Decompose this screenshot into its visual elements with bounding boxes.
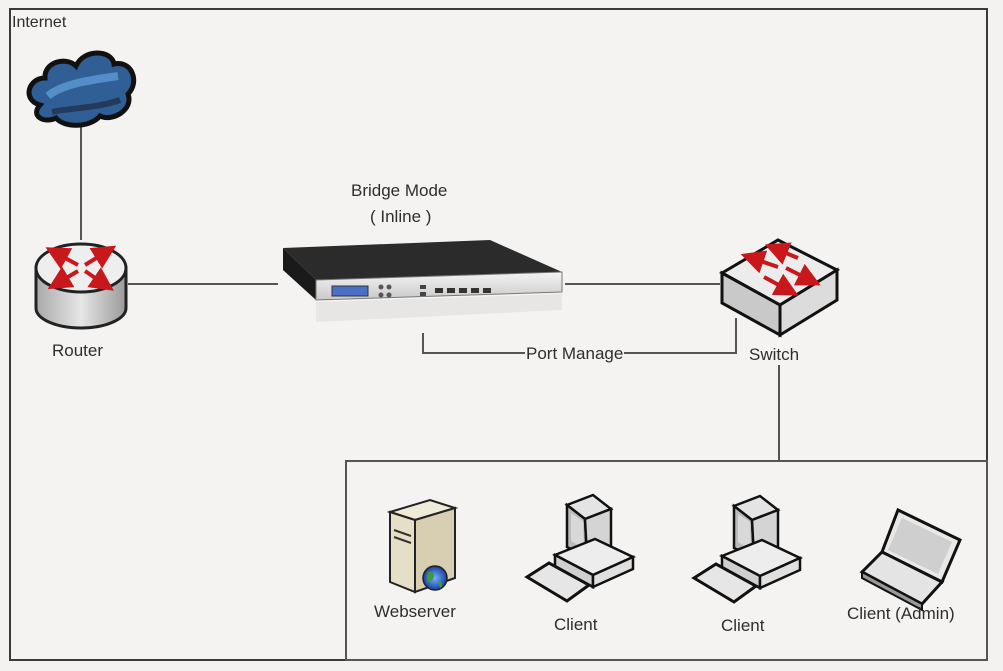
router-label: Router (52, 341, 104, 360)
webserver-label: Webserver (374, 602, 456, 621)
port-manage-label: Port Manage (525, 344, 625, 364)
bridge-mode-label: Bridge Mode (351, 181, 448, 200)
lan-segment-box (345, 460, 988, 661)
desktop-computer-icon (691, 494, 803, 604)
switch-label: Switch (749, 345, 800, 364)
bridge-inline-label: ( Inline ) (370, 207, 432, 226)
desktop-computer-icon (524, 493, 636, 603)
client-admin-label: Client (Admin) (847, 604, 955, 623)
client-label: Client (554, 615, 598, 634)
laptop-icon (859, 507, 962, 612)
client-label: Client (721, 616, 765, 635)
internet-label: Internet (12, 14, 67, 31)
diagram-frame (9, 8, 988, 661)
bridge-appliance-icon (283, 240, 563, 322)
webserver-icon (386, 498, 459, 594)
router-icon (34, 242, 128, 330)
switch-icon (718, 238, 841, 338)
cloud-icon (26, 50, 137, 128)
